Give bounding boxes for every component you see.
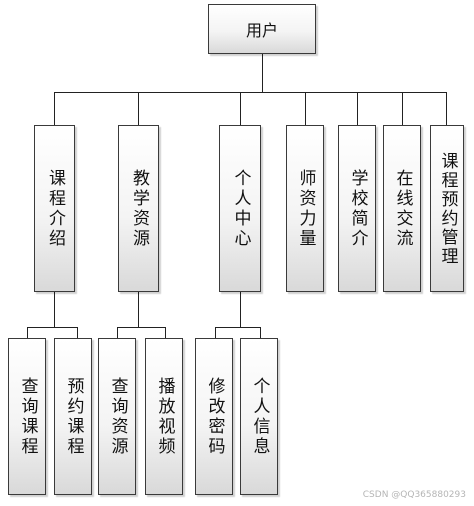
- module-connector-1: [54, 92, 55, 125]
- sub-label: 预约课程: [63, 376, 84, 457]
- sub-query-resource: 查询资源: [98, 338, 136, 495]
- root-node-label: 用户: [245, 21, 278, 40]
- sub-connector-1: [54, 292, 55, 327]
- module-label: 教学资源: [129, 168, 149, 249]
- sub-label: 个人信息: [249, 376, 270, 457]
- sub-drop-2a: [117, 327, 118, 338]
- module-school-intro: 学校简介: [338, 125, 376, 292]
- sub-change-password: 修改密码: [195, 338, 233, 495]
- module-course-intro: 课程介绍: [34, 125, 75, 292]
- module-connector-7: [446, 92, 447, 125]
- sub-label: 查询课程: [17, 376, 38, 457]
- sub-book-course: 预约课程: [54, 338, 92, 495]
- module-personal-center: 个人中心: [219, 125, 261, 292]
- root-node-user: 用户: [208, 4, 316, 54]
- module-connector-6: [402, 92, 403, 125]
- module-online-chat: 在线交流: [383, 125, 421, 292]
- sub-label: 播放视频: [154, 376, 175, 457]
- sub-bus-line-3: [215, 327, 260, 328]
- module-connector-2: [138, 92, 139, 125]
- module-label: 课程预约管理: [437, 151, 458, 266]
- root-connector: [262, 54, 263, 92]
- module-booking-management: 课程预约管理: [430, 125, 464, 292]
- module-faculty: 师资力量: [286, 125, 324, 292]
- sub-drop-3a: [215, 327, 216, 338]
- module-connector-4: [305, 92, 306, 125]
- module-label: 师资力量: [295, 168, 316, 249]
- module-label: 在线交流: [392, 168, 413, 249]
- sub-bus-line-1: [27, 327, 77, 328]
- module-connector-3: [240, 92, 241, 125]
- sub-drop-2b: [165, 327, 166, 338]
- sub-drop-1a: [27, 327, 28, 338]
- module-label: 课程介绍: [45, 168, 65, 249]
- module-teaching-resources: 教学资源: [118, 125, 159, 292]
- sub-drop-3b: [260, 327, 261, 338]
- sub-label: 修改密码: [204, 376, 225, 457]
- sub-label: 查询资源: [107, 376, 128, 457]
- module-label: 个人中心: [230, 168, 251, 249]
- module-label: 学校简介: [347, 168, 368, 249]
- sub-connector-3: [240, 292, 241, 327]
- module-connector-5: [357, 92, 358, 125]
- sub-connector-2: [138, 292, 139, 327]
- watermark: CSDN @QQ365880293: [362, 490, 466, 500]
- module-bus-line: [54, 92, 446, 93]
- sub-play-video: 播放视频: [145, 338, 183, 495]
- sub-query-course: 查询课程: [8, 338, 46, 495]
- sub-personal-info: 个人信息: [240, 338, 278, 495]
- sub-bus-line-2: [117, 327, 165, 328]
- sub-drop-1b: [77, 327, 78, 338]
